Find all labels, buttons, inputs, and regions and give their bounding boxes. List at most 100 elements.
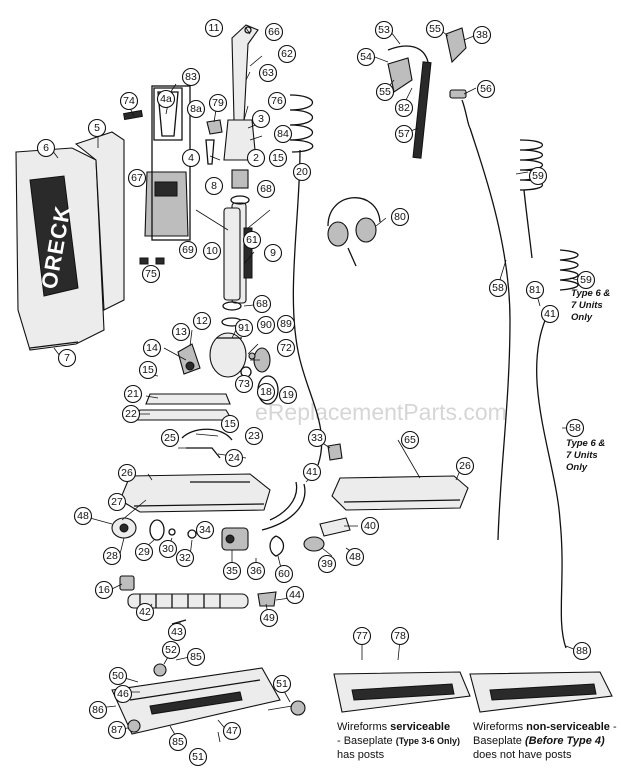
callout-69: 69: [178, 240, 198, 260]
wireform-53: [387, 45, 429, 63]
svg-text:9: 9: [270, 247, 276, 259]
callout-28: 28: [102, 546, 122, 566]
bumper-40: [319, 517, 351, 537]
svg-text:50: 50: [112, 670, 124, 682]
latch-55-right: [445, 27, 467, 64]
svg-text:61: 61: [246, 234, 258, 246]
svg-text:7 Units: 7 Units: [571, 300, 603, 311]
svg-text:does not have posts: does not have posts: [473, 749, 572, 761]
svg-text:48: 48: [77, 510, 89, 522]
svg-text:20: 20: [296, 166, 308, 178]
callout-42: 42: [135, 602, 155, 622]
callout-79: 79: [208, 93, 228, 113]
svg-text:33: 33: [311, 432, 323, 444]
cord-coil-upper: [289, 94, 323, 466]
svg-text:4: 4: [188, 152, 194, 164]
svg-text:4a: 4a: [160, 93, 172, 105]
motor-35: [221, 527, 249, 551]
callout-27: 27: [107, 492, 127, 512]
svg-text:15: 15: [224, 418, 236, 430]
clip-33: [327, 443, 343, 461]
svg-text:23: 23: [248, 430, 260, 442]
svg-text:18: 18: [260, 386, 272, 398]
latch-39: [303, 536, 325, 552]
callout-55-a: 55: [375, 82, 395, 102]
headphones-80: [327, 197, 381, 267]
callout-39: 39: [317, 554, 337, 574]
callout-61: 61: [242, 230, 262, 250]
washers: [149, 519, 197, 541]
fan-housing: [209, 332, 247, 378]
belt-16: [119, 575, 135, 591]
svg-text:Wireforms non-serviceable -: Wireforms non-serviceable -: [473, 721, 617, 733]
svg-text:59: 59: [532, 170, 544, 182]
svg-text:38: 38: [476, 29, 488, 41]
svg-text:30: 30: [162, 543, 174, 555]
svg-text:48: 48: [349, 551, 361, 563]
callout-35: 35: [222, 561, 242, 581]
callout-8: 8: [204, 176, 224, 196]
trigger-switch-bracket: [144, 85, 191, 241]
callout-38: 38: [472, 25, 492, 45]
svg-text:79: 79: [212, 97, 224, 109]
callout-7: 7: [57, 348, 77, 368]
callout-77: 77: [352, 626, 372, 646]
callout-48-a: 48: [73, 506, 93, 526]
baseplate: [111, 667, 281, 735]
callout-68-b: 68: [252, 294, 272, 314]
callout-12: 12: [192, 311, 212, 331]
callout-57: 57: [394, 124, 414, 144]
callout-85-b: 85: [168, 732, 188, 752]
svg-text:has posts: has posts: [337, 749, 385, 761]
callout-59-a: 59: [528, 166, 548, 186]
svg-text:73: 73: [238, 378, 250, 390]
callout-67: 67: [127, 168, 147, 188]
small-clip-4: [205, 139, 215, 165]
callout-9: 9: [263, 243, 283, 263]
callout-20: 20: [292, 162, 312, 182]
callout-68-a: 68: [256, 179, 276, 199]
svg-text:55: 55: [379, 86, 391, 98]
callout-2: 2: [246, 148, 266, 168]
cord-58-b: [535, 317, 567, 649]
svg-text:81: 81: [529, 284, 541, 296]
svg-text:78: 78: [394, 630, 406, 642]
callout-25: 25: [160, 428, 180, 448]
note-type67-a: Type 6 & 7 Units Only: [571, 288, 610, 323]
svg-text:80: 80: [394, 211, 406, 223]
callout-21: 21: [123, 384, 143, 404]
callout-47: 47: [222, 721, 242, 741]
callout-14: 14: [142, 338, 162, 358]
callout-72: 72: [276, 338, 296, 358]
svg-text:32: 32: [179, 552, 191, 564]
callout-43: 43: [167, 622, 187, 642]
svg-text:3: 3: [258, 113, 264, 125]
callout-88: 88: [572, 641, 592, 661]
svg-text:59: 59: [580, 274, 592, 286]
svg-text:28: 28: [106, 550, 118, 562]
callout-4a: 4a: [156, 89, 176, 109]
fan-parts-72-73: [240, 347, 279, 405]
svg-text:88: 88: [576, 645, 588, 657]
svg-text:11: 11: [209, 22, 220, 34]
callout-63: 63: [258, 63, 278, 83]
svg-text:84: 84: [277, 128, 289, 140]
callout-52: 52: [161, 640, 181, 660]
svg-text:55: 55: [429, 23, 441, 35]
callout-74: 74: [119, 91, 139, 111]
callout-86: 86: [88, 700, 108, 720]
cushion-74: [123, 109, 143, 121]
callout-33: 33: [307, 428, 327, 448]
baseplate-serviceable: [333, 671, 471, 713]
callout-50: 50: [108, 666, 128, 686]
callout-3: 3: [251, 109, 271, 129]
callout-22: 22: [121, 404, 141, 424]
callout-85-a: 85: [186, 647, 206, 667]
svg-text:49: 49: [263, 612, 275, 624]
svg-text:68: 68: [260, 183, 272, 195]
svg-text:77: 77: [356, 630, 368, 642]
svg-text:76: 76: [271, 95, 283, 107]
svg-text:83: 83: [185, 71, 197, 83]
svg-text:26: 26: [459, 460, 471, 472]
svg-text:44: 44: [289, 589, 301, 601]
